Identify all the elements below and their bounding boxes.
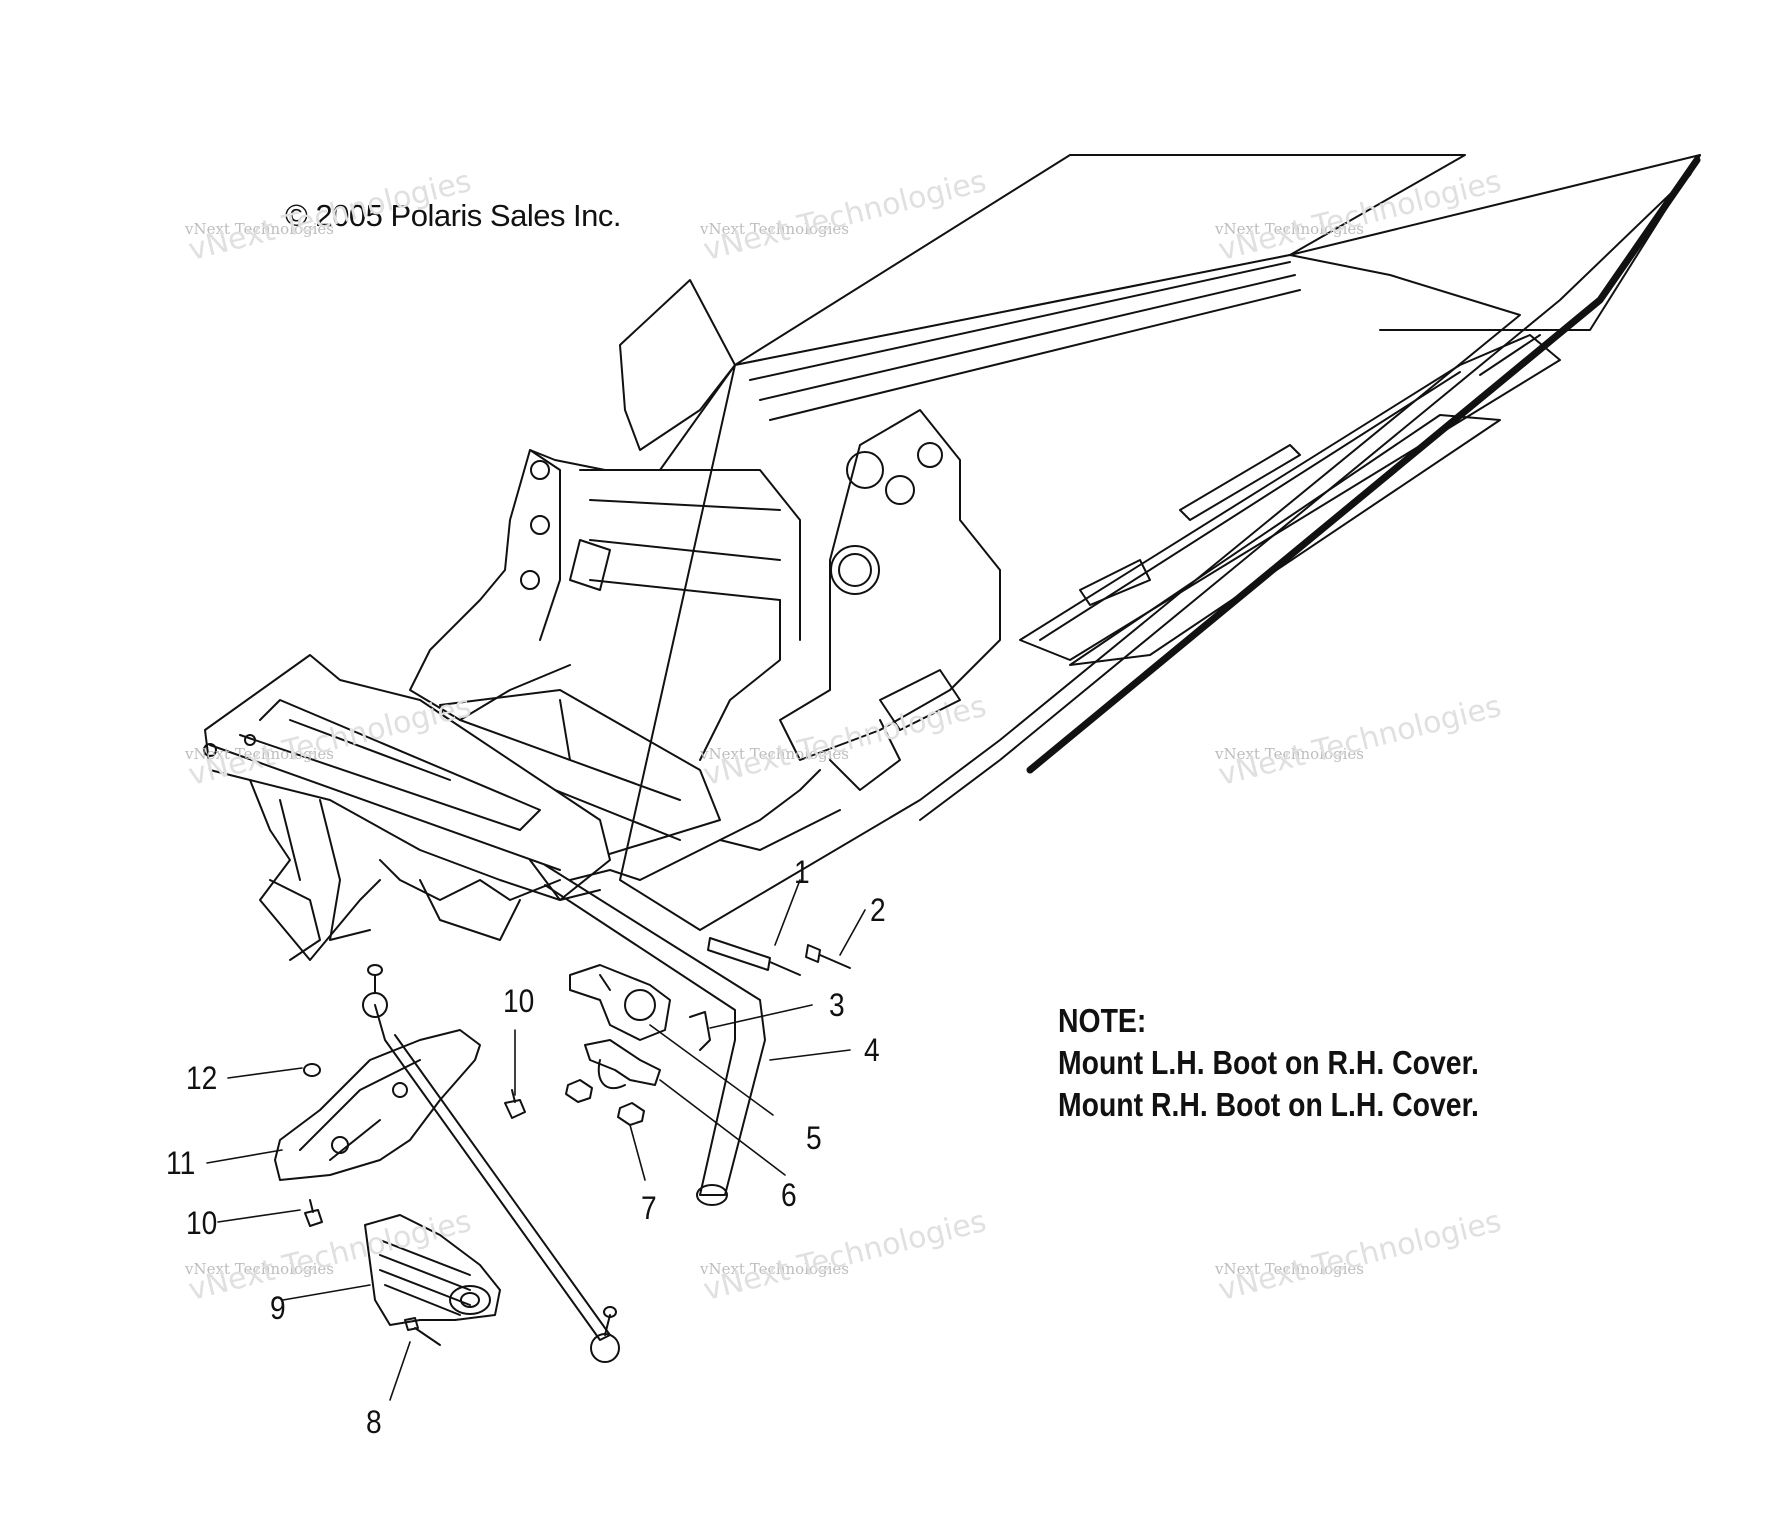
note-heading: NOTE: [1058,1002,1147,1039]
callout-10-lower: 10 [186,1205,218,1241]
front-bulkhead [409,279,1001,791]
callout-12: 12 [186,1060,218,1096]
part-11-cover [274,1029,481,1181]
part-6-clamp [584,1039,661,1090]
copyright-text: © 2005 Polaris Sales Inc. [285,198,622,233]
front-frame [203,654,841,961]
callout-4: 4 [864,1032,880,1068]
chassis-tunnel [619,154,1701,931]
part-12-washer [303,1063,321,1077]
callout-6: 6 [781,1177,797,1213]
part-10-bolt-upper [504,1089,526,1119]
part-2-rivet [805,944,851,969]
callout-3: 3 [829,987,845,1023]
callout-1: 1 [794,854,810,890]
leader-lines [206,879,866,1401]
part-4-tube [544,864,766,1206]
note-line-2: Mount R.H. Boot on L.H. Cover. [1058,1086,1479,1123]
part-7-nuts [565,1079,645,1126]
callout-10-upper: 10 [503,983,535,1019]
part-5-bracket [569,964,671,1041]
part-1-pin [707,937,801,976]
callout-11: 11 [166,1145,196,1181]
part-3-pin [689,1011,711,1051]
note-block: NOTE: Mount L.H. Boot on R.H. Cover. Mou… [1058,1000,1479,1126]
callout-9: 9 [270,1290,286,1326]
callout-7: 7 [641,1190,657,1226]
callout-8: 8 [366,1404,382,1440]
part-8-rivet [404,1317,441,1346]
note-line-1: Mount L.H. Boot on R.H. Cover. [1058,1044,1479,1081]
callout-5: 5 [806,1120,822,1156]
part-10-bolt-lower [304,1199,323,1227]
part-9-boot [364,1214,501,1326]
tie-rod [362,964,620,1363]
callout-2: 2 [870,892,886,928]
